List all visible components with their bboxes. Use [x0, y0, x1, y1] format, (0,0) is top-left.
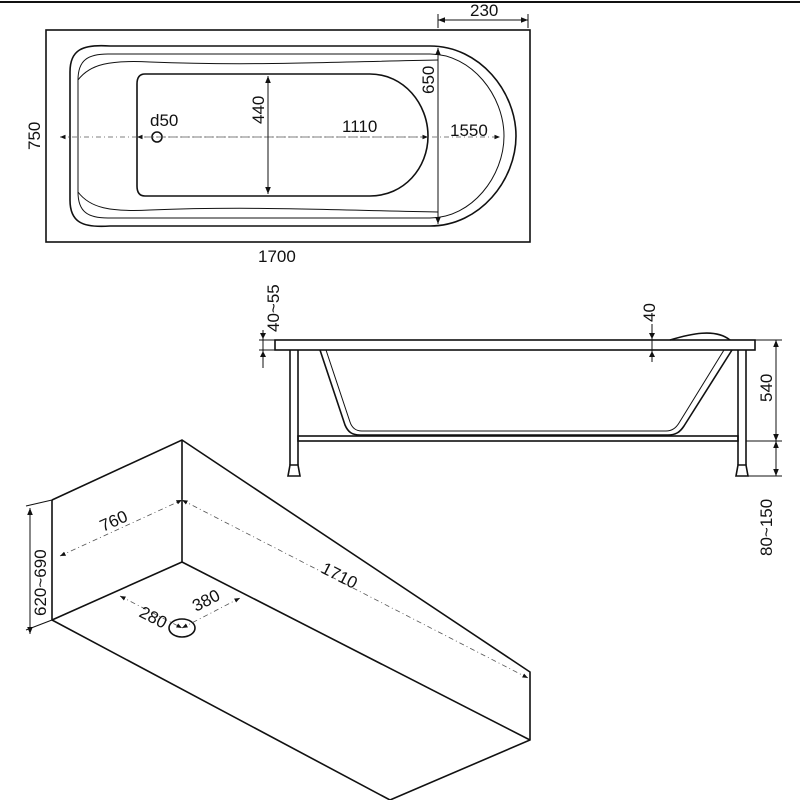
armrest-contour-top [77, 59, 439, 81]
tub-floor-outline [136, 73, 429, 197]
box-length-dimension-line [181, 499, 529, 679]
headrest-label: 40 [640, 303, 659, 322]
box-floor-back-edge [181, 561, 531, 741]
box-height-label: 620~690 [31, 549, 50, 616]
drain-offset-b-dimension-line [181, 597, 241, 629]
top-view: 230 d50 1110 1550 440 650 750 1700 [0, 1, 800, 266]
box-length-label: 1710 [318, 559, 360, 593]
drain-offset-b-label: 380 [189, 586, 223, 616]
drain-label: d50 [150, 111, 178, 130]
box-height-ext-bottom [25, 619, 53, 631]
tub-body [319, 349, 733, 436]
rim-thickness-arrow-top [260, 333, 266, 339]
headrest-arrow-top [649, 333, 655, 339]
floor-length-label: 1110 [342, 117, 377, 136]
box-width-label: 760 [97, 507, 131, 536]
armrest-contour-bottom [77, 191, 439, 213]
rim-thickness-arrow-bottom [260, 351, 266, 357]
frame-height-label: 540 [757, 374, 776, 402]
side-view: 40~55 40 540 80~150 [259, 284, 782, 556]
leg-adjust-label: 80~150 [757, 499, 776, 556]
rim-end-label: 230 [470, 1, 498, 20]
floor-width-label: 440 [249, 96, 268, 124]
headrest-arrow-bottom [649, 351, 655, 357]
drain-offset-a-label: 280 [136, 603, 170, 633]
box-width-dimension-line [59, 499, 183, 557]
rim-thickness-label: 40~55 [264, 284, 283, 332]
tub-body-inner [325, 349, 725, 432]
foot-right [735, 464, 749, 477]
box-view: 760 1710 280 380 620~690 [25, 439, 531, 800]
inner-width-label: 650 [419, 66, 438, 94]
overall-length-label: 1700 [258, 247, 296, 266]
tub-outer-rim [45, 29, 531, 243]
box-floor-left-edge [51, 561, 183, 621]
headrest [669, 332, 731, 341]
tub-basin-outline [69, 44, 517, 228]
rim-slab [274, 339, 756, 351]
frame-crossbar [297, 435, 739, 442]
foot-left [287, 464, 301, 477]
overall-width-label: 750 [25, 122, 44, 150]
inner-length-label: 1550 [450, 121, 488, 140]
box-back-top-edges [51, 439, 531, 800]
tub-inner-contour [77, 53, 505, 219]
box-height-ext-top [25, 499, 53, 507]
